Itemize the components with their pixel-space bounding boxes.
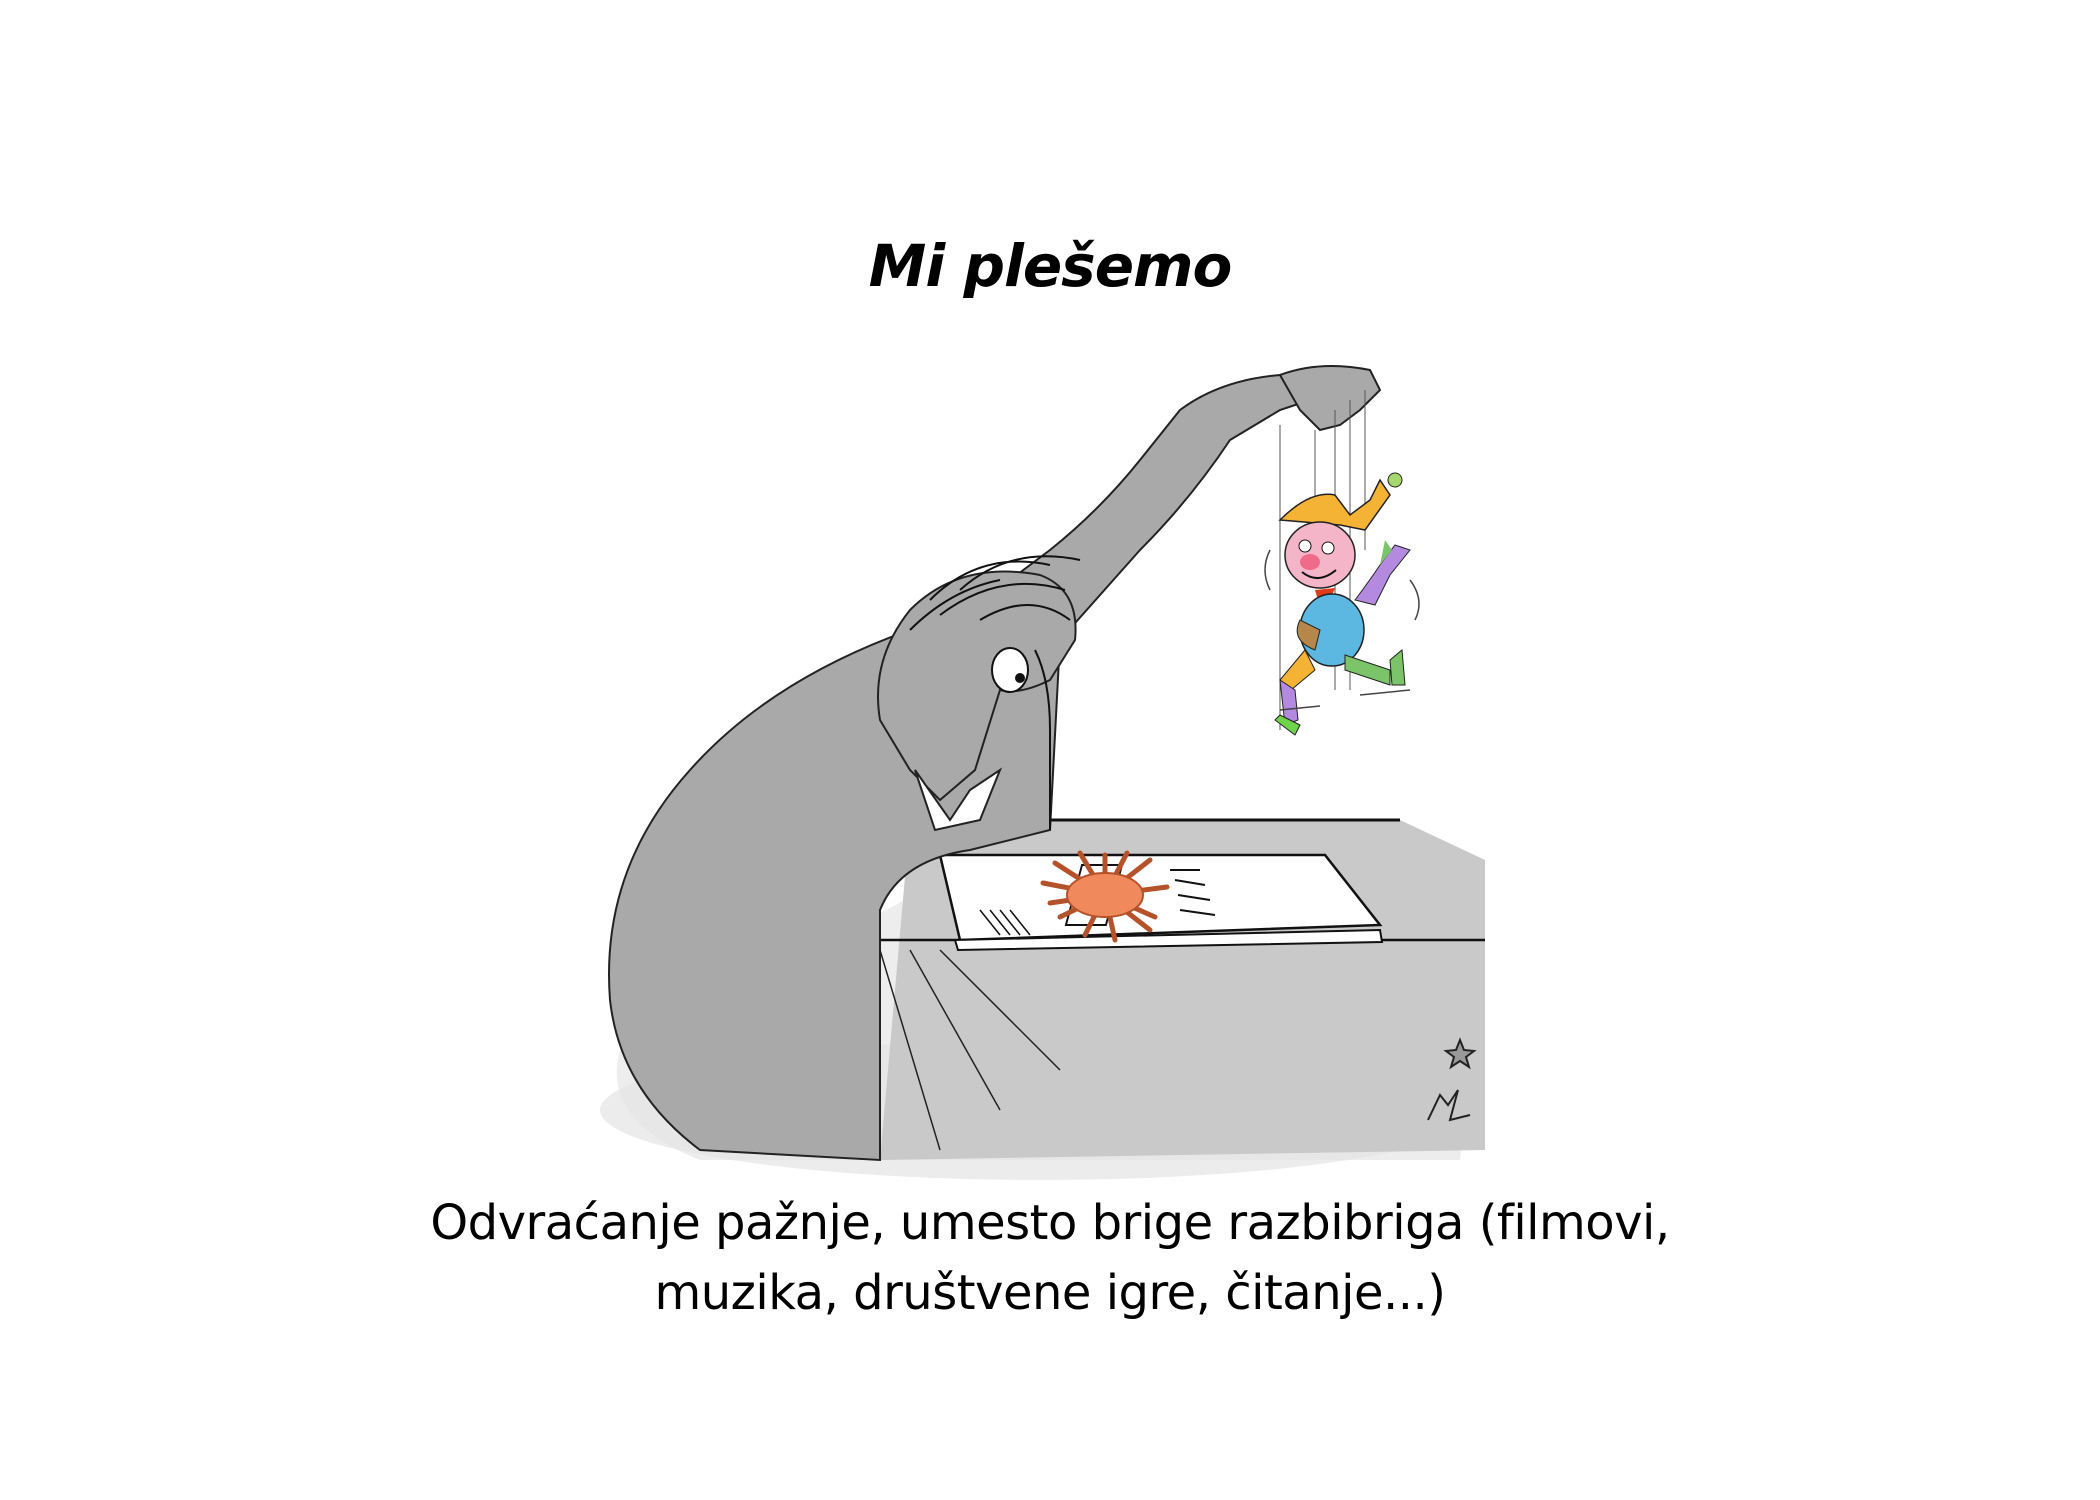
slide-title: Mi plešemo [868,232,1233,300]
caption-line-1: Odvraćanje pažnje, umesto brige razbibri… [430,1195,1670,1251]
jester-marionette [1264,472,1420,736]
caption-line-2: muzika, društvene igre, čitanje...) [654,1265,1446,1321]
worried-man [608,365,1382,1162]
coronavirus-icon [1040,850,1170,943]
cartoon-illustration [580,350,1520,1180]
newspaper [938,853,1384,952]
slide-caption: Odvraćanje pažnje, umesto brige razbibri… [250,1188,1850,1328]
artist-signature [1427,1037,1477,1122]
